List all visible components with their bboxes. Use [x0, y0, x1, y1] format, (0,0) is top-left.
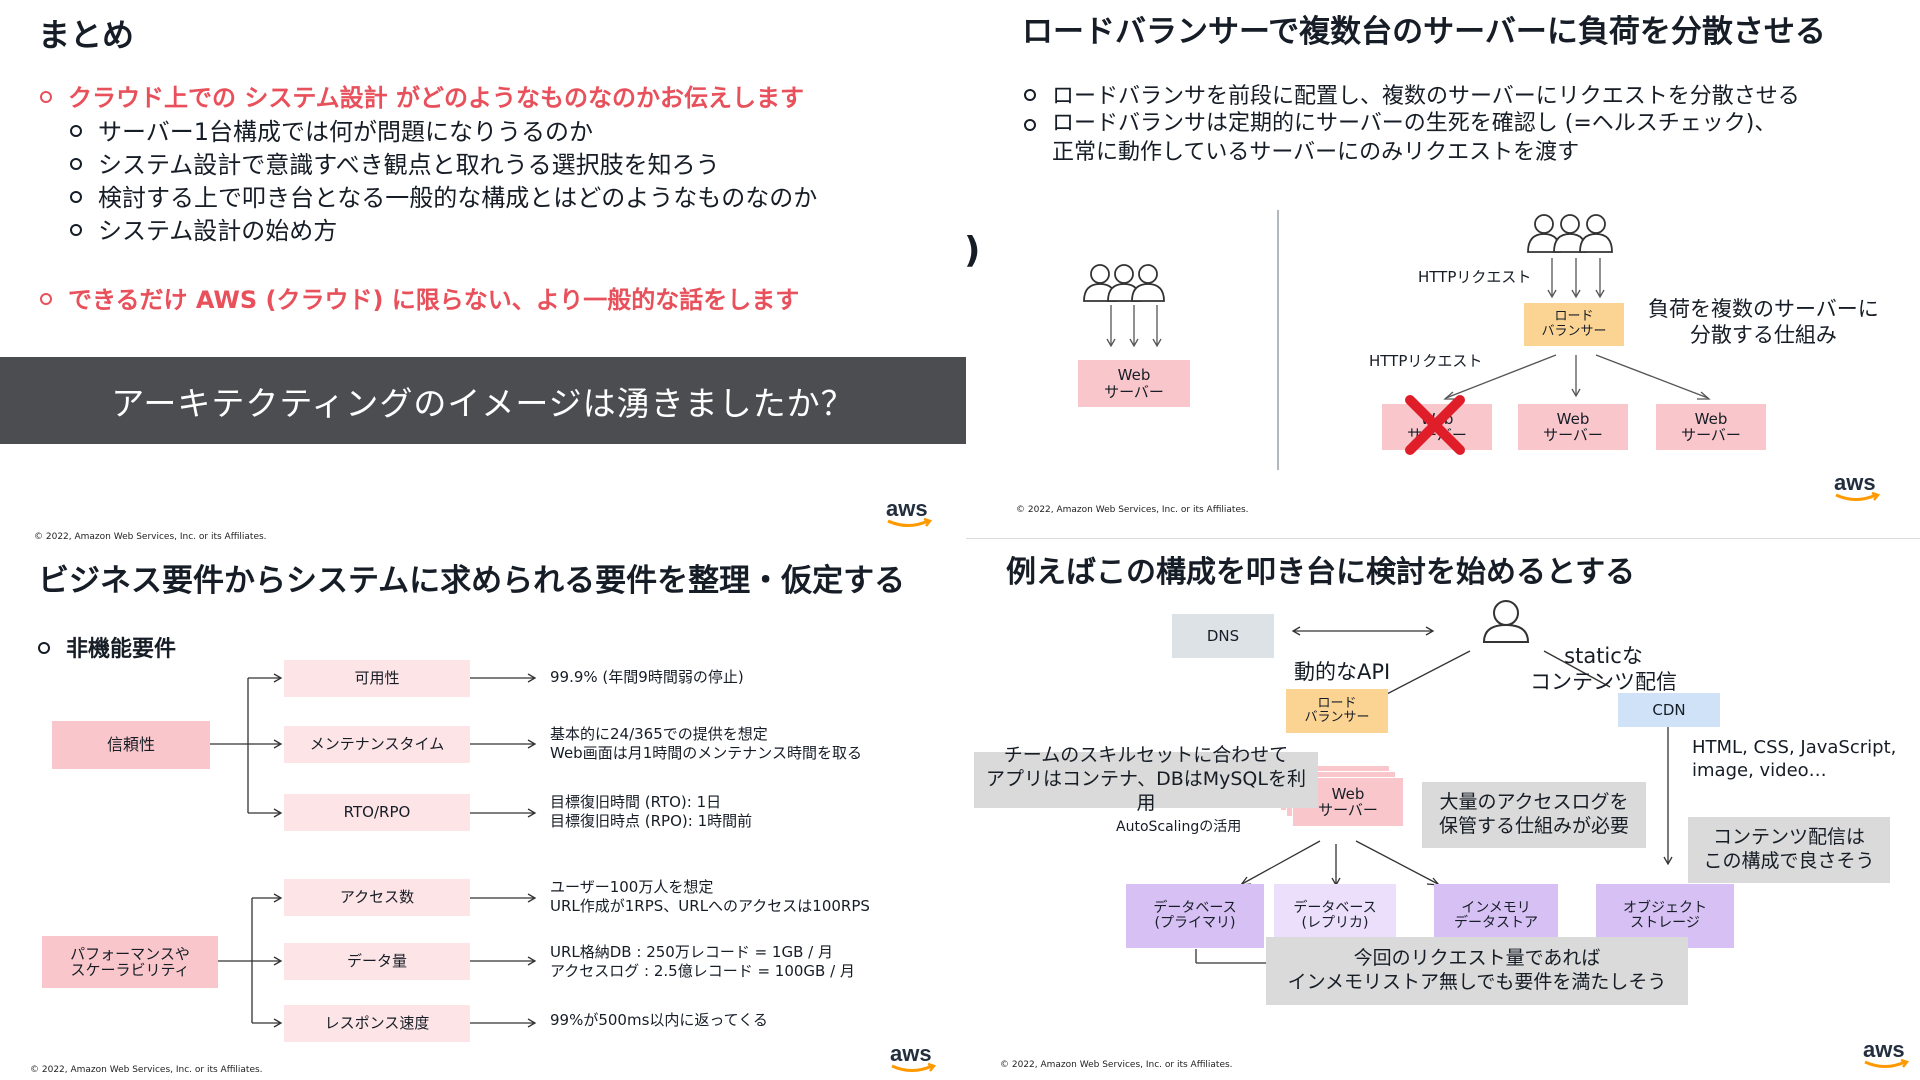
web-server: Web サーバー	[1656, 404, 1766, 450]
load-balancer-box: ロード バランサー	[1524, 303, 1624, 346]
in-memory-note: 今回のリクエスト量であれば インメモリストア無しでも要件を満たしそう	[1266, 937, 1688, 1005]
group-reliability: 信頼性	[52, 721, 210, 769]
aws-smile-icon	[887, 518, 933, 527]
requirements-tree-lines	[210, 673, 537, 1028]
sub-bullet: システム設計の始め方	[70, 211, 337, 246]
http-request-label: HTTPリクエスト	[1369, 352, 1483, 370]
bullet-icon	[70, 224, 82, 236]
aws-logo-text: aws	[890, 1041, 932, 1066]
aws-logo-text: aws	[1863, 1037, 1905, 1062]
main-bullet-1-text: クラウド上での システム設計 がどのようなものなのかお伝えします	[68, 84, 804, 112]
slide-title: ロードバランサーで複数台のサーバーに負荷を分散させる	[1022, 14, 1826, 50]
slide-title: まとめ	[38, 16, 135, 54]
bullet-text: ロードバランサは定期的にサーバーの生死を確認し (=ヘルスチェック)、 正常に動…	[1052, 111, 1777, 165]
cut-off-glyph: )	[966, 228, 980, 273]
sub-bullet-text: 検討する上で叩き台となる一般的な構成とはどのようなものなのか	[98, 184, 818, 212]
main-bullet-1: クラウド上での システム設計 がどのようなものなのかお伝えします	[40, 78, 804, 113]
main-bullet-2-text: できるだけ AWS (クラウド) に限らない、より一般的な話をします	[68, 286, 800, 314]
copyright: © 2022, Amazon Web Services, Inc. or its…	[30, 1065, 263, 1075]
aws-logo: aws	[890, 1041, 937, 1072]
database-primary: データベース (プライマリ)	[1126, 884, 1264, 948]
bullet-item: ロードバランサは定期的にサーバーの生死を確認し (=ヘルスチェック)、 正常に動…	[1024, 110, 1776, 167]
bullet-icon	[1024, 119, 1036, 131]
bullet-icon	[70, 125, 82, 137]
static-content-label: staticな コンテンツ配信	[1530, 644, 1677, 695]
dynamic-api-label: 動的なAPI	[1294, 660, 1391, 684]
sub-bullet-text: システム設計で意識すべき観点と取れうる選択肢を知ろう	[98, 151, 720, 179]
section-heading-text: 非機能要件	[66, 637, 177, 662]
sub-bullet: サーバー1台構成では何が問題になりうるのか	[70, 112, 593, 147]
bullet-icon	[70, 191, 82, 203]
copyright: © 2022, Amazon Web Services, Inc. or its…	[34, 532, 267, 542]
aws-logo: aws	[1863, 1037, 1910, 1068]
requirement-label: メンテナンスタイム	[284, 726, 470, 763]
architecture-lines	[1195, 600, 1673, 964]
load-balancer-box: ロード バランサー	[1286, 689, 1388, 733]
requirement-label: データ量	[284, 943, 470, 980]
requirement-desc: 99%が500ms以内に返ってくる	[550, 1011, 768, 1029]
requirement-label: アクセス数	[284, 879, 470, 916]
lb-diagram-lines	[1083, 210, 1711, 470]
lb-caption: 負荷を複数のサーバーに 分散する仕組み	[1648, 297, 1879, 348]
aws-logo-text: aws	[1834, 470, 1876, 495]
slide-title: 例えばこの構成を叩き台に検討を始めるとする	[1006, 555, 1636, 590]
requirement-desc: URL格納DB : 250万レコード = 1GB / 月 アクセスログ : 2.…	[550, 943, 855, 980]
bullet-text: ロードバランサを前段に配置し、複数のサーバーにリクエストを分散させる	[1052, 84, 1800, 109]
banner-text: アーキテクティングのイメージは湧きましたか？	[111, 383, 855, 423]
dns-box: DNS	[1172, 614, 1274, 658]
requirement-desc: 99.9% (年間9時間弱の停止)	[550, 668, 744, 686]
requirements-slide: ビジネス要件からシステムに求められる要件を整理・仮定する 非機能要件 信頼性 パ…	[0, 543, 966, 1080]
requirement-desc: ユーザー100万人を想定 URL作成が1RPS、URLへのアクセスは100RPS	[550, 878, 870, 915]
bullet-icon	[40, 293, 52, 305]
slide-title: ビジネス要件からシステムに求められる要件を整理・仮定する	[38, 563, 906, 599]
aws-smile-icon	[891, 1063, 937, 1072]
architecture-slide: 例えばこの構成を叩き台に検討を始めるとする DNS 動的なAPI staticな…	[966, 538, 1920, 1080]
aws-logo-text: aws	[886, 496, 928, 521]
failure-x-icon	[1405, 395, 1465, 455]
question-banner: アーキテクティングのイメージは湧きましたか？	[0, 357, 966, 444]
main-bullet-2: できるだけ AWS (クラウド) に限らない、より一般的な話をします	[40, 280, 799, 315]
cdn-box: CDN	[1618, 693, 1720, 727]
summary-slide: まとめ クラウド上での システム設計 がどのようなものなのかお伝えします サーバ…	[0, 0, 966, 543]
copyright: © 2022, Amazon Web Services, Inc. or its…	[1016, 505, 1249, 515]
requirement-label: レスポンス速度	[284, 1005, 470, 1042]
aws-smile-icon	[1864, 1059, 1910, 1068]
requirement-label: RTO/RPO	[284, 794, 470, 831]
requirement-desc: 目標復旧時間 (RTO): 1日 目標復旧時点 (RPO): 1時間前	[550, 793, 753, 830]
cdn-ok-note: コンテンツ配信は この構成で良さそう	[1688, 817, 1890, 883]
aws-logo: aws	[1834, 470, 1881, 501]
bullet-icon	[38, 642, 50, 654]
web-server: Web サーバー	[1518, 404, 1628, 450]
web-server-single: Web サーバー	[1078, 360, 1190, 407]
requirement-label: 可用性	[284, 660, 470, 697]
autoscaling-label: AutoScalingの活用	[1116, 819, 1242, 835]
bullet-icon	[70, 158, 82, 170]
static-types-label: HTML, CSS, JavaScript, image, video…	[1692, 737, 1897, 781]
http-request-label: HTTPリクエスト	[1418, 268, 1532, 286]
sub-bullet: 検討する上で叩き台となる一般的な構成とはどのようなものなのか	[70, 178, 817, 213]
bullet-item: ロードバランサを前段に配置し、複数のサーバーにリクエストを分散させる	[1024, 78, 1800, 110]
section-heading: 非機能要件	[38, 631, 176, 663]
access-log-note: 大量のアクセスログを 保管する仕組みが必要	[1422, 782, 1646, 848]
group-performance: パフォーマンスや スケーラビリティ	[42, 936, 218, 988]
load-balancer-slide: ロードバランサーで複数台のサーバーに負荷を分散させる ロードバランサを前段に配置…	[966, 0, 1920, 540]
bullet-icon	[1024, 89, 1036, 101]
team-skill-note: チームのスキルセットに合わせて アプリはコンテナ、DBはMySQLを利用	[974, 744, 1318, 814]
sub-bullet-text: サーバー1台構成では何が問題になりうるのか	[98, 118, 594, 146]
copyright: © 2022, Amazon Web Services, Inc. or its…	[1000, 1060, 1233, 1070]
user-icon	[1482, 600, 1530, 643]
bullet-icon	[40, 91, 52, 103]
requirement-desc: 基本的に24/365での提供を想定 Web画面は月1時間のメンテナンス時間を取る	[550, 725, 862, 762]
aws-smile-icon	[1835, 492, 1881, 501]
sub-bullet-text: システム設計の始め方	[98, 217, 338, 245]
aws-logo: aws	[886, 496, 933, 527]
users-icon	[1083, 214, 1613, 302]
sub-bullet: システム設計で意識すべき観点と取れうる選択肢を知ろう	[70, 145, 720, 180]
